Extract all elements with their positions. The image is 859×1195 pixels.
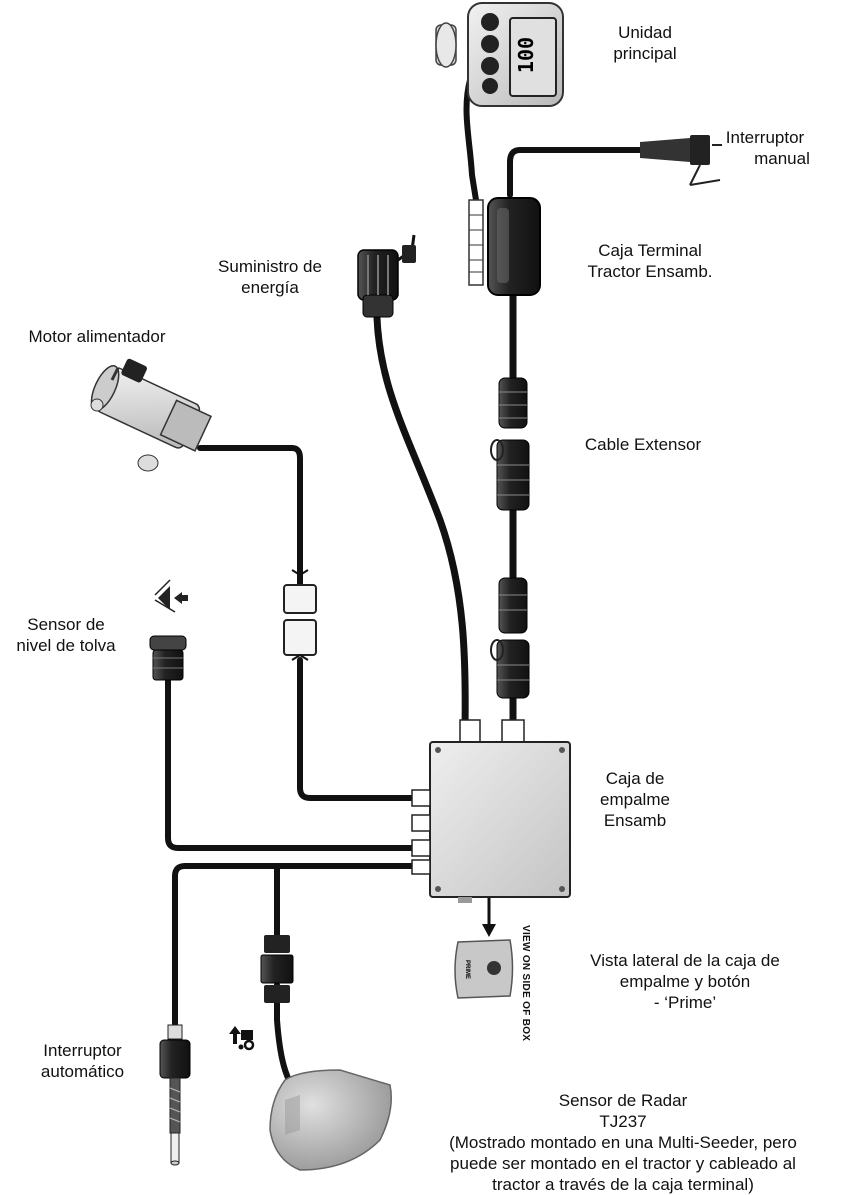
label-power-supply-line-2: energía bbox=[190, 277, 350, 298]
extension-connector-upper bbox=[491, 378, 529, 510]
power-supply-cable bbox=[377, 318, 465, 730]
side-view-arrow-head bbox=[482, 924, 496, 937]
radar-sensor bbox=[270, 1070, 391, 1170]
label-radar-sensor-line-5: tractor a través de la caja terminal) bbox=[398, 1174, 848, 1195]
label-hopper-sensor-line-2: nivel de tolva bbox=[0, 635, 132, 656]
label-extension-cable-line-1: Cable Extensor bbox=[568, 434, 718, 455]
label-manual-switch: Interruptor manual bbox=[700, 127, 830, 169]
junction-box bbox=[412, 720, 570, 903]
label-radar-sensor-line-4: puede ser montado en el tractor y cablea… bbox=[398, 1153, 848, 1174]
label-feed-motor: Motor alimentador bbox=[0, 326, 194, 347]
label-radar-sensor: Sensor de Radar TJ237 (Mostrado montado … bbox=[398, 1090, 848, 1195]
label-auto-switch-line-1: Interruptor bbox=[20, 1040, 145, 1061]
label-auto-switch: Interruptor automático bbox=[20, 1040, 145, 1082]
label-terminal-box-line-2: Tractor Ensamb. bbox=[565, 261, 735, 282]
label-junction-box-line-1: Caja de bbox=[585, 768, 685, 789]
extension-connector-lower bbox=[491, 578, 529, 698]
label-auto-switch-line-2: automático bbox=[20, 1061, 145, 1082]
label-feed-motor-line-1: Motor alimentador bbox=[0, 326, 194, 347]
motor-cable bbox=[200, 448, 300, 585]
label-side-view: Vista lateral de la caja de empalme y bo… bbox=[560, 950, 810, 1013]
auto-switch-cable bbox=[175, 866, 428, 1032]
hopper-level-icon bbox=[155, 580, 188, 612]
label-manual-switch-line-2: manual bbox=[700, 148, 830, 169]
label-side-view-line-1: Vista lateral de la caja de bbox=[560, 950, 810, 971]
main-unit-connector bbox=[469, 200, 483, 285]
display-reading: 100 bbox=[514, 37, 538, 73]
power-supply-plug bbox=[358, 235, 416, 317]
label-main-unit-line-2: principal bbox=[585, 43, 705, 64]
label-hopper-sensor-line-1: Sensor de bbox=[0, 614, 132, 635]
label-power-supply-line-1: Suministro de bbox=[190, 256, 350, 277]
label-main-unit: Unidad principal bbox=[585, 22, 705, 64]
label-side-view-line-2: empalme y botón bbox=[560, 971, 810, 992]
label-main-unit-line-1: Unidad bbox=[585, 22, 705, 43]
label-junction-box-line-2: empalme bbox=[585, 789, 685, 810]
hopper-level-sensor bbox=[150, 636, 186, 680]
side-box-caption: VIEW ON SIDE OF BOX bbox=[520, 925, 531, 1041]
label-hopper-sensor: Sensor de nivel de tolva bbox=[0, 614, 132, 656]
label-power-supply: Suministro de energía bbox=[190, 256, 350, 298]
terminal-box bbox=[488, 198, 540, 295]
label-extension-cable: Cable Extensor bbox=[568, 434, 718, 455]
label-radar-sensor-line-1: Sensor de Radar bbox=[398, 1090, 848, 1111]
motor-cable-lower bbox=[300, 660, 428, 798]
label-radar-sensor-line-3: (Mostrado montado en una Multi-Seeder, p… bbox=[398, 1132, 848, 1153]
feed-motor bbox=[86, 350, 219, 471]
prime-button bbox=[487, 961, 501, 975]
label-junction-box: Caja de empalme Ensamb bbox=[585, 768, 685, 831]
label-terminal-box-line-1: Caja Terminal bbox=[565, 240, 735, 261]
label-manual-switch-line-1: Interruptor bbox=[700, 127, 830, 148]
label-side-view-line-3: - ‘Prime’ bbox=[560, 992, 810, 1013]
tractor-radar-icon bbox=[229, 1026, 253, 1050]
prime-button-label: PRIME bbox=[464, 960, 470, 979]
main-unit: 100 bbox=[436, 3, 563, 106]
label-radar-sensor-line-2: TJ237 bbox=[398, 1111, 848, 1132]
label-junction-box-line-3: Ensamb bbox=[585, 810, 685, 831]
auto-switch bbox=[160, 1025, 190, 1165]
side-view-panel: PRIME bbox=[455, 940, 513, 998]
label-terminal-box: Caja Terminal Tractor Ensamb. bbox=[565, 240, 735, 282]
radar-connector bbox=[261, 935, 293, 1003]
